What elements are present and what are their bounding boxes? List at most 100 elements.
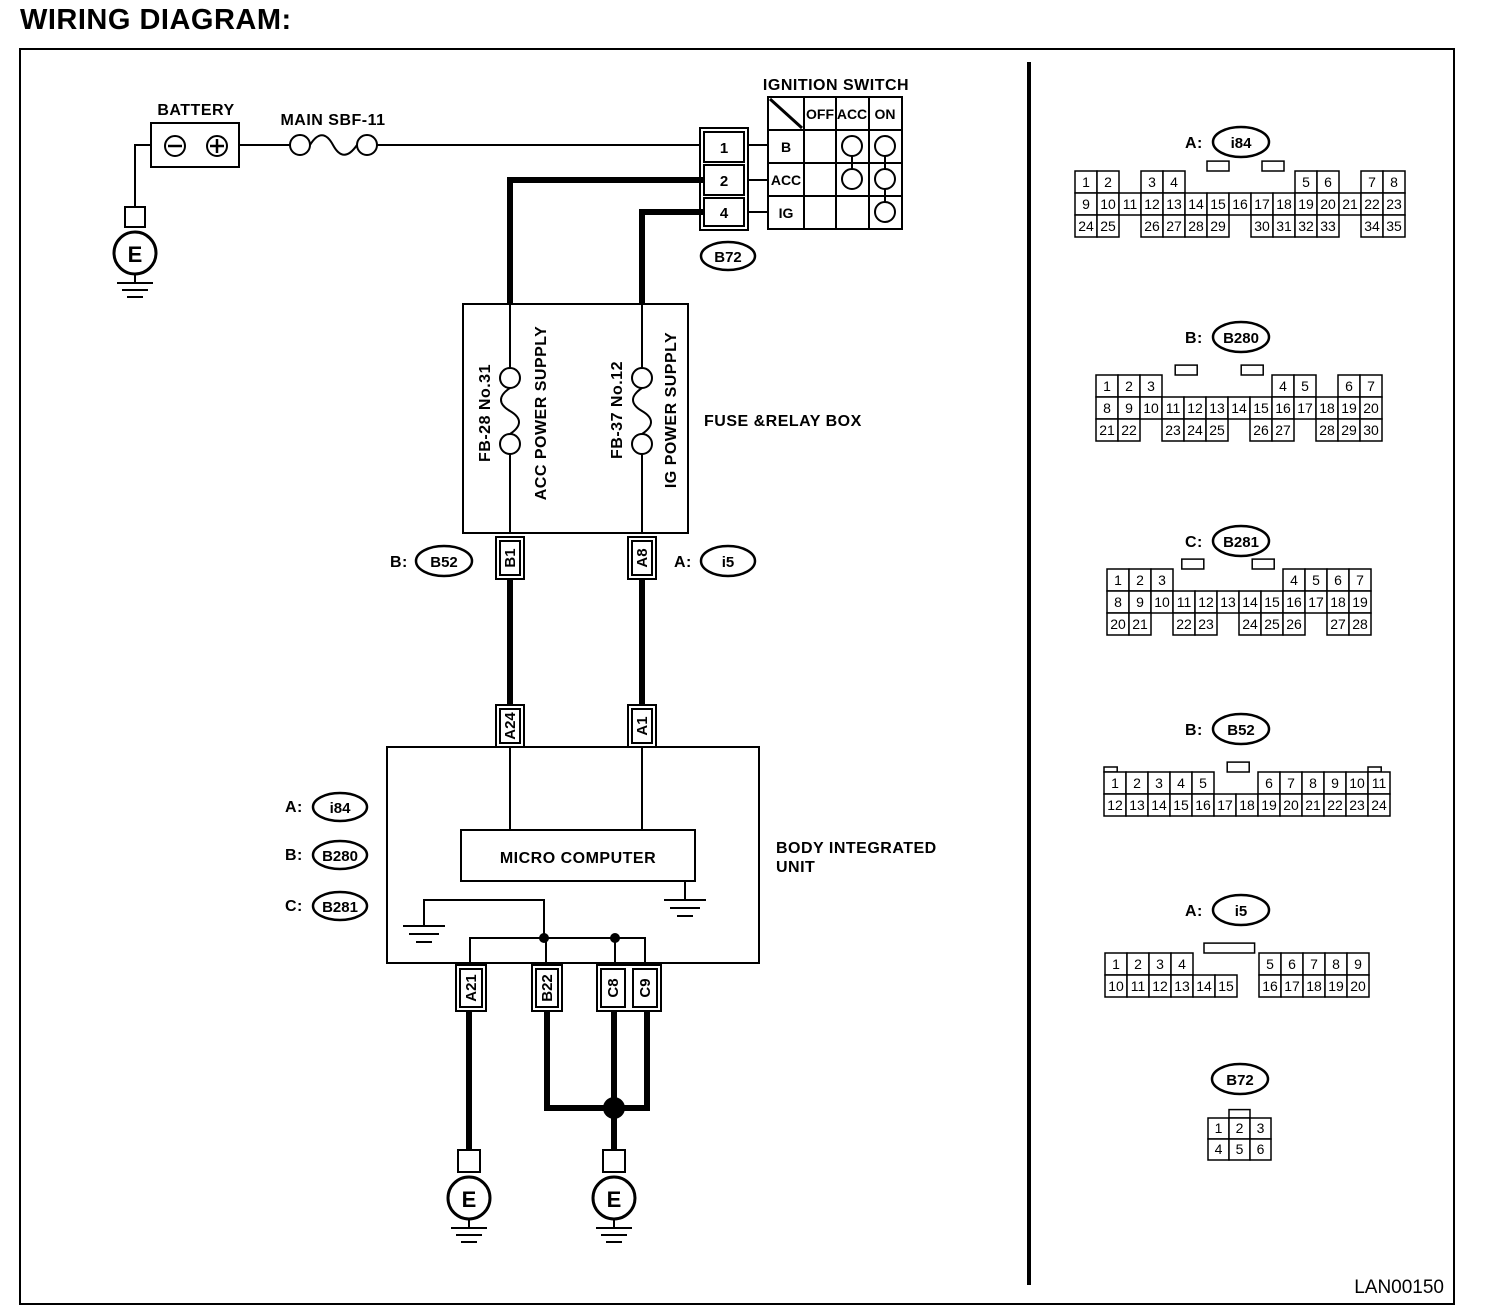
connector-pin-number: 4 [1177, 775, 1185, 791]
connector-pin-number: 14 [1231, 400, 1247, 416]
connector-pin-number: 20 [1350, 978, 1366, 994]
connector-pin-number: 8 [1309, 775, 1317, 791]
connector-pin-number: 4 [1170, 174, 1178, 190]
connector-pin-number: 10 [1143, 400, 1159, 416]
connector-pin-number: 17 [1308, 594, 1324, 610]
connector-pin-number: 28 [1188, 218, 1204, 234]
connector-pin-number: 5 [1312, 572, 1320, 588]
svg-text:OFF: OFF [806, 106, 834, 122]
connector-pin-number: 22 [1364, 196, 1380, 212]
connector-pin-number: 4 [1279, 378, 1287, 394]
diagram-frame [19, 48, 1455, 1305]
connector-pin-number: 3 [1148, 174, 1156, 190]
connector-pin-number: 7 [1356, 572, 1364, 588]
connector-notch [1251, 558, 1275, 570]
connector-pin-number: 1 [1111, 775, 1119, 791]
connector-pin-number: 6 [1288, 956, 1296, 972]
fuse-relay-box: FUSE &RELAY BOX FB-28 No.31 ACC POWER SU… [462, 303, 861, 534]
connector-pin-number: 3 [1257, 1120, 1265, 1136]
pin-c8-c9: C8 C9 [596, 964, 662, 1012]
connector-pin-number: 24 [1371, 797, 1387, 813]
connector-pin-number: 6 [1265, 775, 1273, 791]
connector-pin-number: 21 [1305, 797, 1321, 813]
connector-pin-number: 10 [1349, 775, 1365, 791]
connector-notch [1228, 1108, 1251, 1119]
svg-text:IG: IG [779, 205, 794, 221]
svg-text:4: 4 [720, 205, 729, 222]
svg-text:ACC: ACC [837, 106, 867, 122]
connector-pin-number: 10 [1108, 978, 1124, 994]
biu-conn-prefix-c: C: [285, 898, 303, 915]
connector-pin-number: 24 [1187, 422, 1203, 438]
connector-view-prefix: A: [1185, 135, 1203, 152]
connector-pin-number: 1 [1215, 1120, 1223, 1136]
connector-pin-number: 13 [1129, 797, 1145, 813]
connector-pin-number: 23 [1349, 797, 1365, 813]
connector-pin-number: 28 [1352, 616, 1368, 632]
connector-pin-number: 15 [1264, 594, 1280, 610]
connector-pin-number: 6 [1257, 1141, 1265, 1157]
conn-prefix-b52: B: [390, 554, 408, 571]
connector-notch [1240, 364, 1264, 376]
main-fuse-label: MAIN SBF-11 [280, 112, 385, 129]
connector-pin-number: 15 [1253, 400, 1269, 416]
connector-pin-number: 13 [1209, 400, 1225, 416]
connector-pin-number: 28 [1319, 422, 1335, 438]
connector-pin-number: 23 [1386, 196, 1402, 212]
connector-pin-number: 14 [1188, 196, 1204, 212]
connector-pin-number: 20 [1110, 616, 1126, 632]
connector-pin-number: 27 [1166, 218, 1182, 234]
connector-pin-number: 26 [1144, 218, 1160, 234]
connector-pin-number: 18 [1276, 196, 1292, 212]
connector-pin-number: 22 [1176, 616, 1192, 632]
connector-pin-number: 1 [1082, 174, 1090, 190]
connector-pin-number: 24 [1242, 616, 1258, 632]
svg-text:B22: B22 [539, 974, 556, 1002]
connector-pin-number: 16 [1195, 797, 1211, 813]
connector-tag-b52: B52 [414, 544, 474, 578]
svg-text:i5: i5 [722, 554, 735, 571]
connector-cell [1096, 214, 1120, 238]
connector-notch [1206, 160, 1230, 172]
connector-pin-number: 31 [1276, 218, 1292, 234]
svg-text:i84: i84 [330, 800, 352, 817]
connector-pin-number: 16 [1232, 196, 1248, 212]
connector-pin-number: 4 [1215, 1141, 1223, 1157]
connector-pin-number: 17 [1297, 400, 1313, 416]
connector-pin-number: 2 [1136, 572, 1144, 588]
biu-label-line2: UNIT [776, 859, 815, 876]
connector-pin-number: 2 [1104, 174, 1112, 190]
wire-acc [507, 177, 704, 305]
biu-label-line1: BODY INTEGRATED [776, 840, 937, 857]
connector-view-prefix: B: [1185, 330, 1203, 347]
ignition-switch-label: IGNITION SWITCH [763, 77, 909, 94]
ground-e-a21: E [446, 1149, 492, 1243]
connector-cell [1359, 418, 1383, 442]
svg-text:C8: C8 [605, 978, 622, 997]
connector-pin-number: 6 [1324, 174, 1332, 190]
connector-pin-number: 3 [1158, 572, 1166, 588]
connector-pin-number: 6 [1345, 378, 1353, 394]
svg-text:A24: A24 [502, 712, 519, 740]
svg-text:1: 1 [720, 140, 728, 157]
svg-text:FB-37 No.12: FB-37 No.12 [609, 361, 626, 459]
connector-pin-number: 15 [1173, 797, 1189, 813]
svg-text:E: E [607, 1187, 622, 1212]
connector-view-code: i5 [1235, 903, 1248, 920]
connector-view-prefix: A: [1185, 903, 1203, 920]
connector-pin-number: 17 [1217, 797, 1233, 813]
svg-text:B280: B280 [322, 848, 358, 865]
connector-view-code: i84 [1231, 135, 1253, 152]
connector-pin-number: 12 [1107, 797, 1123, 813]
svg-text:2: 2 [720, 173, 728, 190]
connector-view-tag [1211, 893, 1271, 927]
connector-pin-number: 10 [1100, 196, 1116, 212]
connector-pin-number: 9 [1082, 196, 1090, 212]
connector-pin-number: 8 [1114, 594, 1122, 610]
pin-b22: B22 [531, 964, 563, 1012]
